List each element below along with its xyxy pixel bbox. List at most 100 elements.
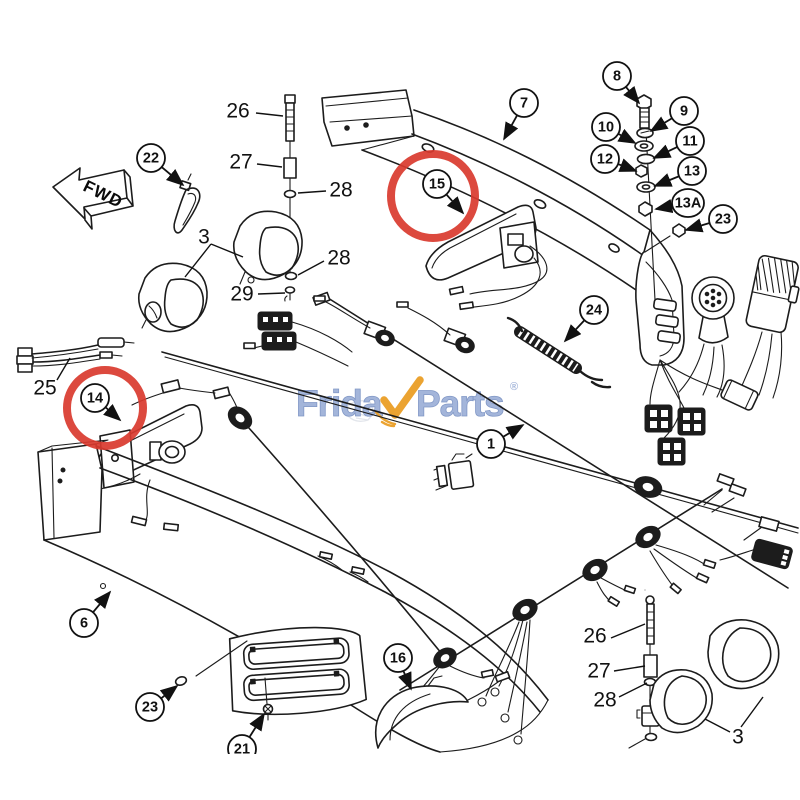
harness-y-cable <box>16 337 135 373</box>
part-label-3-5: 3 <box>184 226 244 278</box>
round-connector-pins <box>704 288 722 308</box>
cable-tie-part <box>173 173 201 234</box>
callout-11-5: 11 <box>652 126 705 159</box>
antenna-rod-top <box>283 94 298 302</box>
part-label-text: 27 <box>229 151 252 174</box>
callout-number: 9 <box>680 104 688 120</box>
callout-23-9: 23 <box>684 204 738 234</box>
callout-14-12: 14 <box>80 383 122 422</box>
part-label-28-2: 28 <box>297 179 353 202</box>
callout-number: 7 <box>520 96 528 112</box>
callout-number: 12 <box>597 152 613 168</box>
wiring-harness <box>131 291 799 745</box>
callout-10-4: 10 <box>591 112 637 144</box>
callout-9-3: 9 <box>649 96 699 132</box>
part-label-3-10: 3 <box>704 696 764 749</box>
lamp-16-assembly <box>374 670 511 749</box>
callout-24-10: 24 <box>563 295 609 343</box>
callout-circle <box>675 126 705 156</box>
coil-loom-part <box>506 316 612 389</box>
part-label-26-0: 26 <box>226 100 284 123</box>
callout-number: 14 <box>87 391 103 407</box>
callout-circle <box>602 61 632 91</box>
watermark-text-left: Frida <box>296 383 383 424</box>
callout-circle <box>80 383 110 413</box>
callout-7-1: 7 <box>503 88 539 141</box>
callout-circle <box>579 295 609 325</box>
callout-number: 23 <box>715 212 731 228</box>
callout-number: 16 <box>390 651 406 667</box>
callout-22-0: 22 <box>136 143 185 187</box>
screw-part <box>262 703 274 721</box>
watermark-check-icon <box>380 376 424 419</box>
callout-23-15: 23 <box>135 684 179 722</box>
lamp-15-assembly <box>425 204 548 311</box>
stacked-connector <box>243 311 353 367</box>
mounting-hardware-stack <box>634 94 686 301</box>
part-label-text: 25 <box>33 377 56 400</box>
callout-8-2: 8 <box>602 61 641 105</box>
part-label-text: 3 <box>732 726 744 749</box>
part-label-28-3: 28 <box>297 247 351 276</box>
callout-number: 21 <box>234 742 250 758</box>
work-lamps-top <box>137 210 303 333</box>
callout-circle <box>708 204 738 234</box>
callout-circle <box>677 156 707 186</box>
upper-bumper-bar <box>321 89 685 366</box>
callout-circle <box>509 88 539 118</box>
relay-part <box>433 453 475 491</box>
callout-circle <box>591 112 621 142</box>
part-label-29-4: 29 <box>230 283 286 306</box>
callout-number: 6 <box>80 616 88 632</box>
part-label-28-9: 28 <box>593 682 648 712</box>
watermark-text-right: Parts <box>416 383 504 424</box>
callout-number: 15 <box>429 177 445 193</box>
scan-crop-edge <box>0 754 800 800</box>
callout-circle <box>669 96 699 126</box>
callout-number: 10 <box>598 120 614 136</box>
watermark-faint-sketch <box>347 399 374 423</box>
callout-12-6: 12 <box>590 144 638 174</box>
part-label-text: 26 <box>583 625 606 648</box>
part-label-27-1: 27 <box>229 151 283 174</box>
callout-circle <box>69 608 99 638</box>
plain-part-labels: 26 27 28 28 29 3 25 26 27 28 3 <box>33 100 764 749</box>
part-label-text: 26 <box>226 100 249 123</box>
part-label-text: 28 <box>329 179 352 202</box>
connectors-right-top <box>678 254 800 399</box>
watermark-registered-mark: ® <box>510 381 518 393</box>
fwd-direction-arrow: FWD <box>52 167 134 230</box>
ring-terminals <box>477 687 523 745</box>
bulb-socket-b <box>396 301 475 354</box>
connector-cluster-right <box>644 359 759 466</box>
callout-13A-8: 13A <box>654 188 705 218</box>
callout-6-14: 6 <box>69 590 112 638</box>
callout-number: 1 <box>487 437 495 453</box>
part-label-25-6: 25 <box>33 357 71 400</box>
bulb-socket-a <box>313 295 395 347</box>
red-highlight-ring <box>63 366 147 450</box>
callout-circle <box>671 188 705 218</box>
part-label-26-7: 26 <box>583 623 646 648</box>
callout-circle <box>383 643 413 673</box>
harness-grommets <box>227 406 663 669</box>
antenna-rod-bottom <box>628 595 660 749</box>
red-highlight-rings <box>63 150 479 450</box>
part-label-text: 27 <box>587 660 610 683</box>
lower-bumper <box>37 439 646 753</box>
red-highlight-ring <box>387 150 479 242</box>
part-label-text: 28 <box>593 689 616 712</box>
watermark-check-flourish <box>374 410 397 428</box>
callout-circle <box>422 169 452 199</box>
callout-number: 24 <box>586 303 602 319</box>
callout-number: 23 <box>142 700 158 716</box>
callout-16-16: 16 <box>383 643 413 691</box>
callout-number: 13A <box>675 196 702 212</box>
callout-number: 13 <box>684 164 700 180</box>
callout-circle <box>590 144 620 174</box>
callout-1-13: 1 <box>476 424 525 459</box>
callout-number: 22 <box>143 151 159 167</box>
